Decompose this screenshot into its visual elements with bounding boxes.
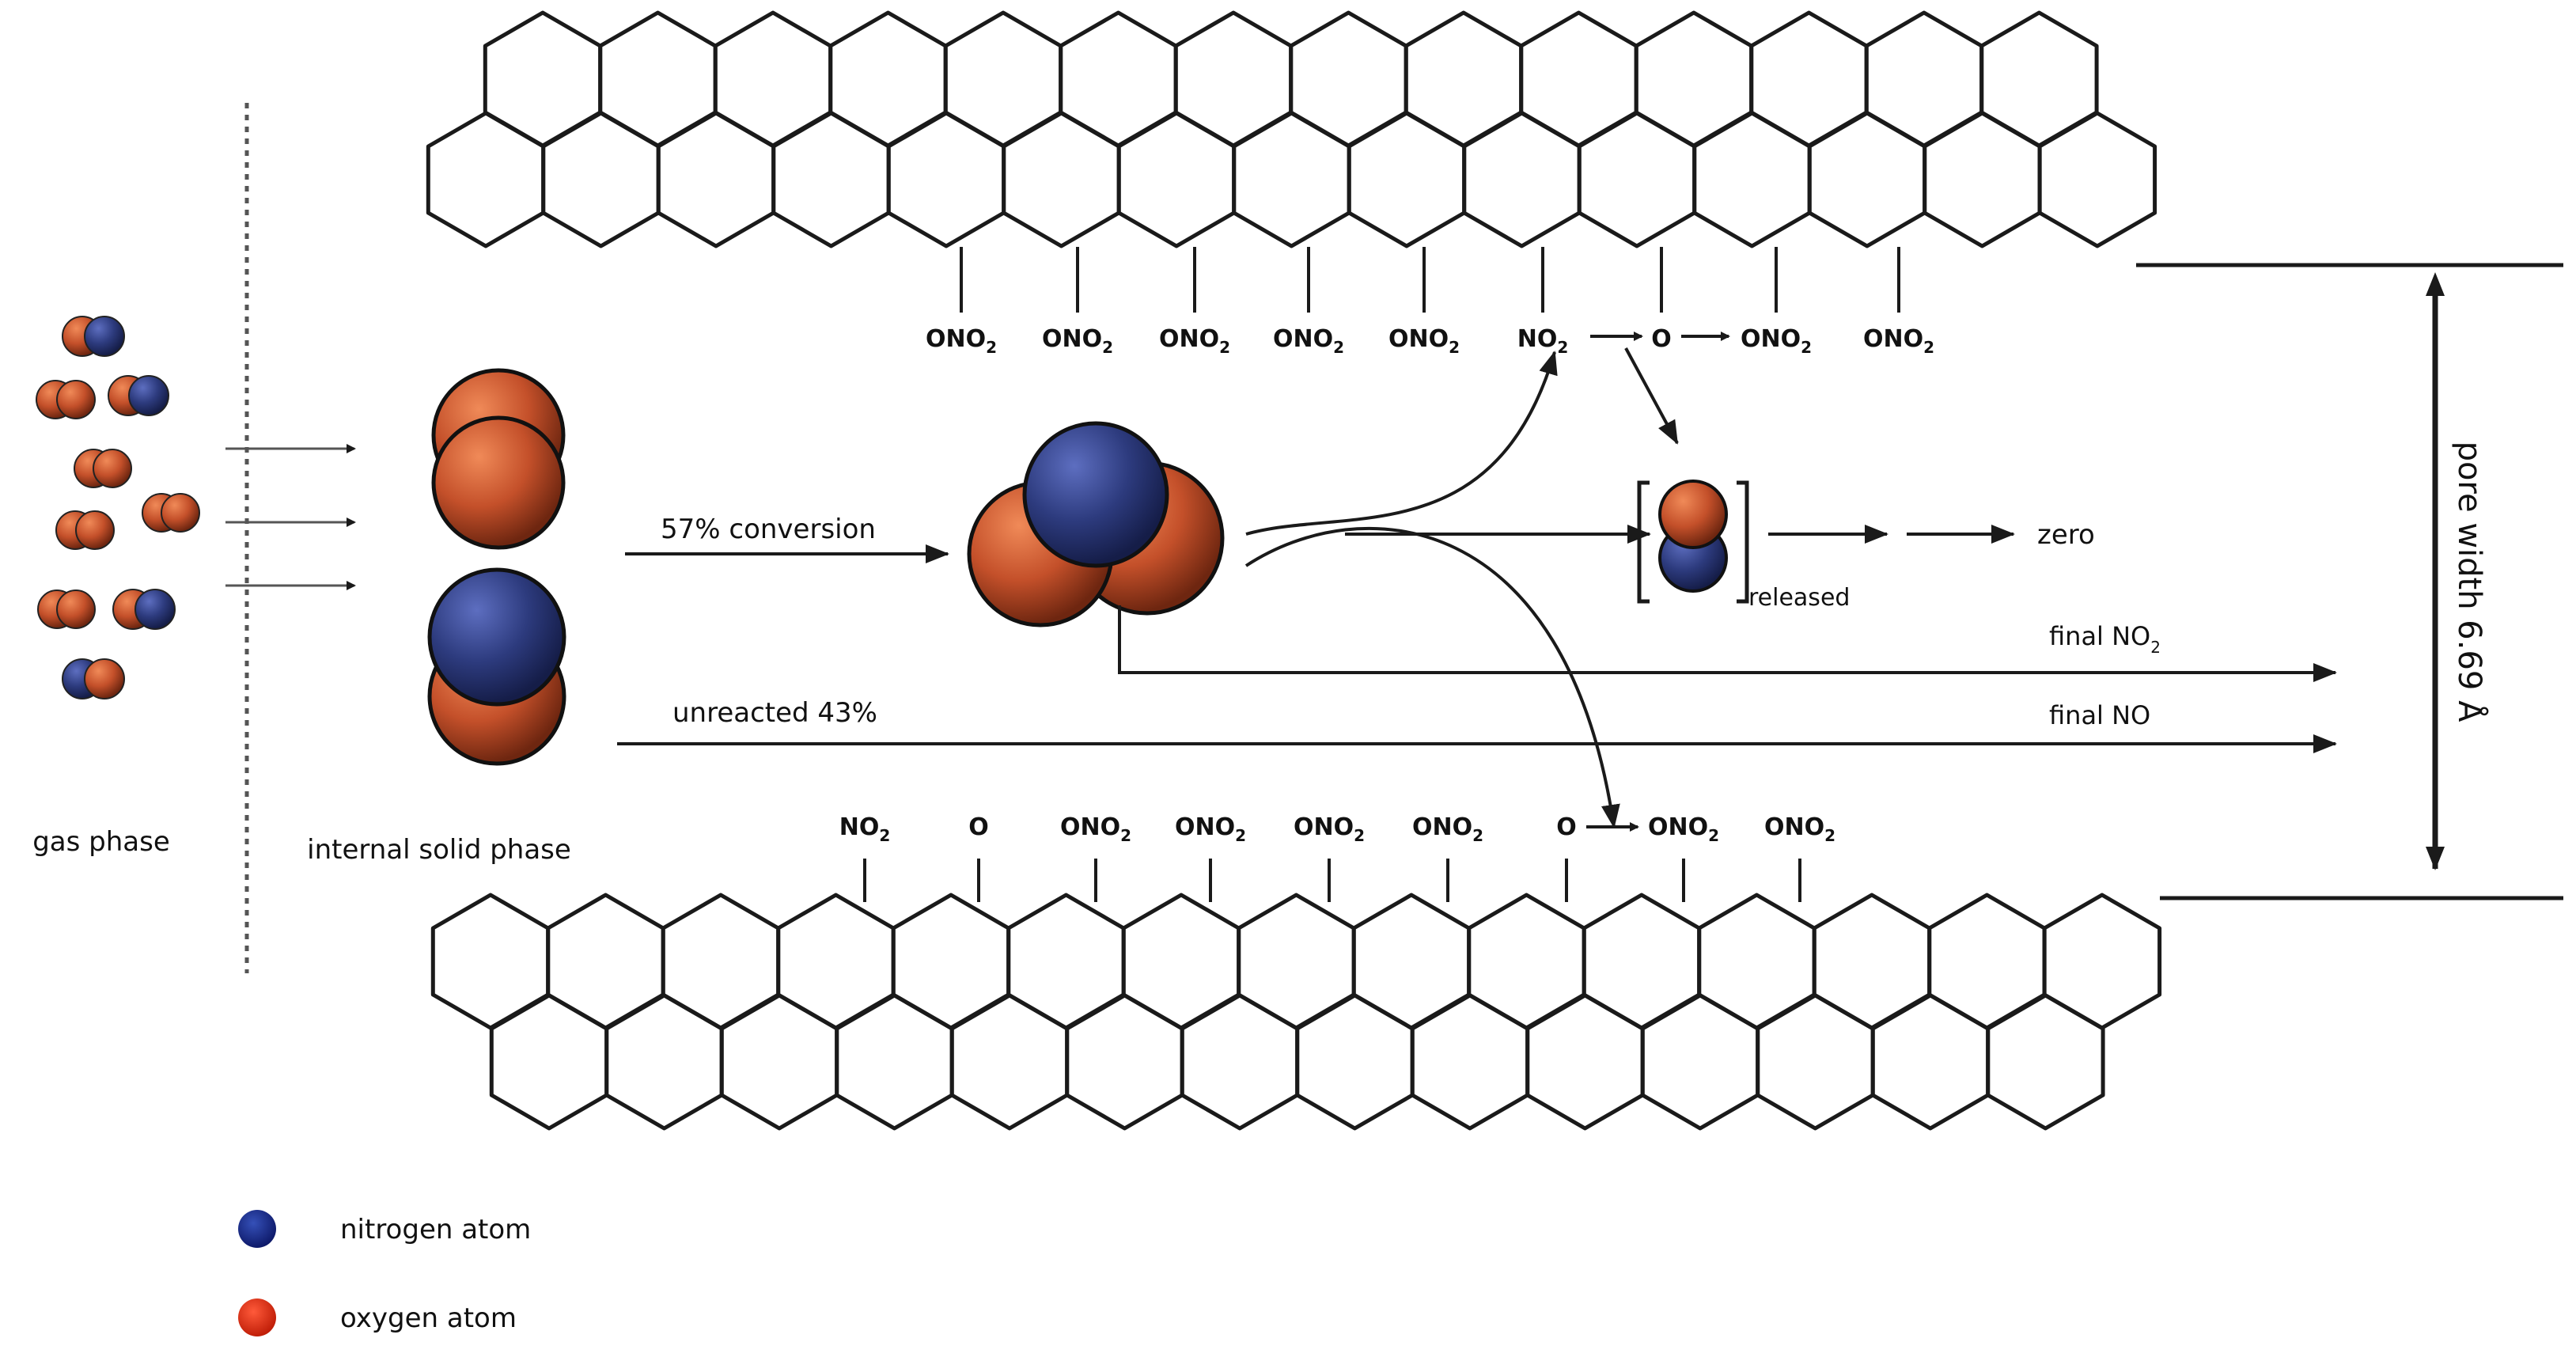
diffusion-arrows [225,444,356,590]
functional-group-label: ONO2 [926,325,997,357]
final-no-label: final NO [2049,700,2150,730]
gas-molecule-no [108,375,169,416]
bottom-functional-groups: NO2 O ONO2 ONO2 ONO2 ONO2 O ONO2 ONO2 [839,813,1835,902]
functional-group-label: ONO2 [1648,813,1719,845]
released-no [1637,480,1749,604]
functional-group-label: ONO2 [1863,325,1934,357]
nitrogen-swatch [238,1210,276,1248]
functional-group-label: ONO2 [1294,813,1365,845]
pore-width-label: pore width 6.69 Å [2451,442,2489,723]
gas-phase-label: gas phase [32,826,170,858]
conversion-label: 57% conversion [661,514,876,545]
top-graphene-sheet [426,10,2157,248]
functional-group-label: ONO2 [1060,813,1131,845]
gas-molecule-o2 [36,380,96,419]
graphene-ring [1986,993,2105,1131]
gas-molecule-no [62,658,125,699]
functional-group-label: ONO2 [1764,813,1835,845]
functional-group-label: ONO2 [1412,813,1483,845]
legend: nitrogen atom oxygen atom [238,1210,531,1336]
final-no2-label: final NO2 [2049,621,2161,657]
functional-group-label: ONO2 [1741,325,1812,357]
zero-label: zero [2037,519,2095,551]
gas-molecule-o2 [37,590,96,629]
oxygen-label: oxygen atom [340,1302,517,1334]
oxygen-swatch [238,1298,276,1336]
internal-o2-molecule [431,368,566,550]
unreacted-label: unreacted 43% [672,697,877,729]
released-label: released [1748,584,1850,612]
graphene-ring [2042,893,2162,1030]
functional-group-label: ONO2 [1175,813,1246,845]
final-no2-arrow [1118,605,2337,682]
functional-group-label: O [1651,325,1672,353]
legend-item-oxygen: oxygen atom [238,1298,517,1336]
reaction-curves [1244,347,1679,828]
pore-edge-lines [2136,263,2563,900]
functional-group-label: ONO2 [1388,325,1460,357]
nitrogen-label: nitrogen atom [340,1214,531,1245]
internal-phase-label: internal solid phase [307,834,571,866]
functional-group-label: O [1556,813,1577,841]
top-functional-groups: ONO2 ONO2 ONO2 ONO2 ONO2 NO2 O ONO2 ONO2 [926,247,1934,357]
no2-molecule [967,421,1225,627]
gas-molecule-o2 [55,510,115,550]
gas-molecule-no [62,316,125,357]
gas-molecule-no [112,589,176,630]
functional-group-label: ONO2 [1159,325,1230,357]
functional-group-label: NO2 [839,813,891,845]
functional-group-label: ONO2 [1273,325,1344,357]
graphene-ring [2037,111,2157,248]
functional-group-label: NO2 [1517,325,1569,357]
gas-molecule-o2 [74,449,132,488]
gas-phase-molecules [36,316,200,699]
functional-group-label: O [968,813,989,841]
internal-no-molecule [427,567,566,766]
graphene-ring [426,111,546,248]
bottom-graphene-sheet [430,893,2162,1131]
gas-molecule-o2 [142,493,200,533]
legend-item-nitrogen: nitrogen atom [238,1210,531,1248]
functional-group-label: ONO2 [1042,325,1113,357]
